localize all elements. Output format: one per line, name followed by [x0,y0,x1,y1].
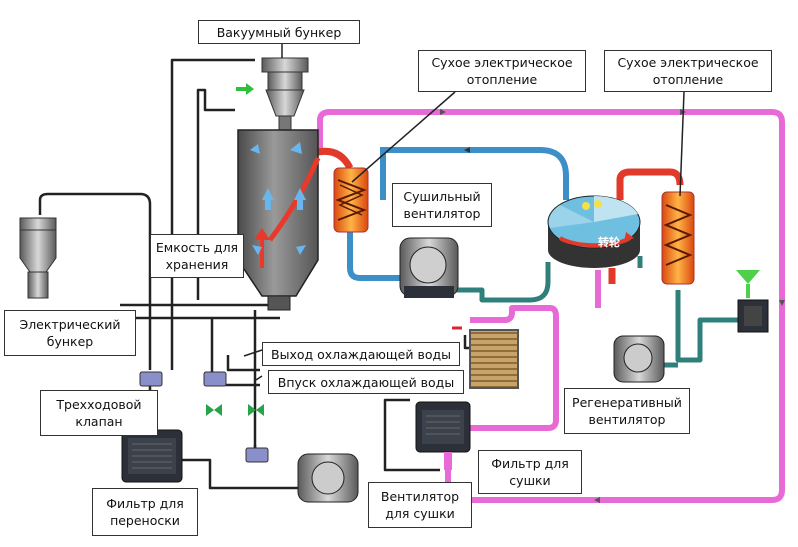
label-cooling-water-out-text: Выход охлаждающей воды [271,346,451,362]
rotor-label: 转轮 [598,235,620,249]
label-drying-filter-text: Фильтр для сушки [491,456,569,488]
drying-filter-box [415,401,471,470]
label-dry-heater-1-text: Сухое электрическое отопление [431,55,573,87]
three-way-valves [139,371,269,463]
label-dry-heater-1: Сухое электрическое отопление [418,50,586,92]
label-dry-heater-2-text: Сухое электрическое отопление [617,55,759,87]
label-drying-filter: Фильтр для сушки [478,450,582,494]
label-dry-heater-2: Сухое электрическое отопление [604,50,772,92]
label-drying-fan-text: Сушильный вентилятор [403,189,481,221]
drying-fan-blower [399,237,459,298]
conveying-blower [297,453,359,503]
label-electric-hopper-text: Электрический бункер [19,317,121,349]
blue-flow-arrows [464,147,470,153]
water-valves [206,404,264,416]
desiccant-rotor: 转轮 [547,195,641,268]
label-three-way-valve: Трехходовой клапан [40,390,158,436]
hot-air-pipes [317,147,684,284]
callout-lines [243,44,685,381]
transfer-filter-box [121,429,183,483]
vacuum-hopper-unit [236,57,309,131]
cooling-heat-exchanger [452,326,519,389]
electric-hopper-unit [19,217,57,299]
label-vacuum-hopper: Вакуумный бункер [198,20,360,44]
air-flow-arrows [250,142,306,255]
teal-pipes [455,256,738,368]
inlet-arrow-icon [236,83,254,95]
label-vacuum-hopper-text: Вакуумный бункер [216,24,342,40]
label-cooling-water-in-text: Впуск охлаждающей воды [277,374,455,390]
label-dryer-fan: Вентилятор для сушки [368,482,472,528]
label-transfer-filter: Фильтр для переноски [92,488,198,536]
label-electric-hopper: Электрический бункер [4,310,136,356]
label-transfer-filter-text: Фильтр для переноски [106,496,184,528]
label-regen-fan: Регенеративный вентилятор [564,388,690,434]
storage-tank [237,129,321,311]
regen-inlet-filter [736,270,769,333]
electric-heater-1 [333,167,369,233]
label-storage-tank-text: Емкость для хранения [155,240,239,272]
label-drying-fan: Сушильный вентилятор [392,183,492,227]
label-storage-tank: Емкость для хранения [150,234,244,278]
process-air-loop [347,147,569,281]
label-regen-fan-text: Регенеративный вентилятор [572,395,682,427]
regeneration-air-loop [317,109,785,503]
label-dryer-fan-text: Вентилятор для сушки [380,489,460,521]
pink-flow-arrows [440,109,785,503]
regenerative-blower [613,335,665,383]
label-cooling-water-in: Впуск охлаждающей воды [268,370,464,394]
label-three-way-valve-text: Трехходовой клапан [56,397,142,429]
electric-heater-2 [661,191,695,285]
label-cooling-water-out: Выход охлаждающей воды [262,342,460,366]
